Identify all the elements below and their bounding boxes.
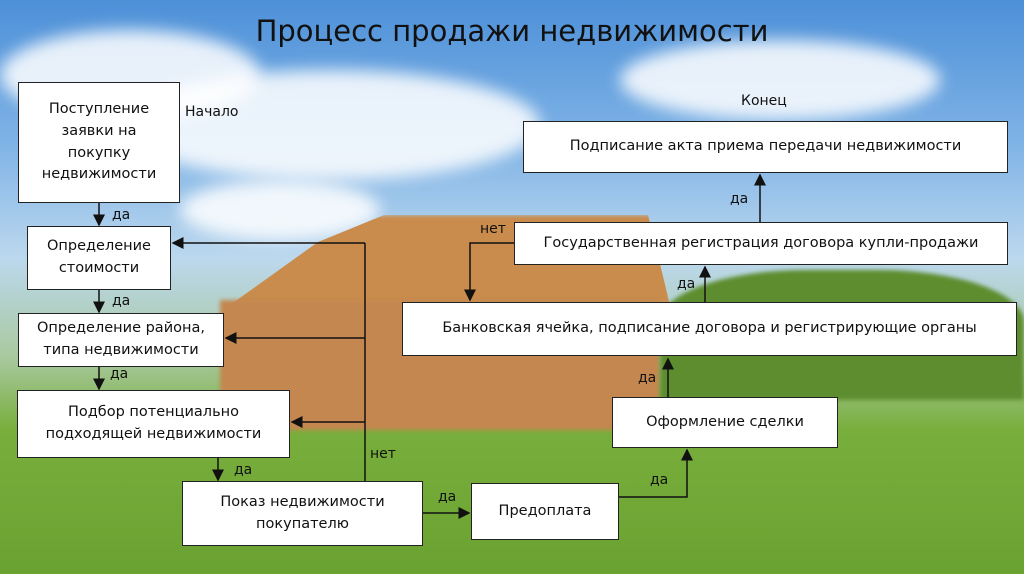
box-prepayment: Предоплата [471, 483, 619, 540]
box-bank: Банковская ячейка, подписание договора и… [402, 302, 1017, 356]
label-yes: да [438, 489, 457, 505]
label-no: нет [370, 446, 396, 462]
box-deal: Оформление сделки [612, 397, 838, 448]
label-start: Начало [185, 104, 239, 120]
label-yes: да [730, 191, 749, 207]
label-yes: да [677, 276, 696, 292]
label-yes: да [110, 366, 129, 382]
label-yes: да [234, 462, 253, 478]
box-registration: Государственная регистрация договора куп… [514, 222, 1008, 265]
label-yes: да [638, 370, 657, 386]
label-end: Конец [741, 93, 787, 109]
label-yes: да [112, 207, 131, 223]
label-yes: да [112, 293, 131, 309]
box-selection: Подбор потенциально подходящей недвижимо… [17, 390, 290, 458]
box-act: Подписание акта приема передачи недвижим… [523, 121, 1008, 173]
label-no: нет [480, 221, 506, 237]
box-valuation: Определение стоимости [27, 226, 171, 290]
box-application: Поступление заявки на покупку недвижимос… [18, 82, 180, 203]
box-showing: Показ недвижимости покупателю [182, 481, 423, 546]
box-district: Определение района, типа недвижимости [18, 313, 224, 367]
page-title: Процесс продажи недвижимости [255, 14, 769, 48]
label-yes: да [650, 472, 669, 488]
